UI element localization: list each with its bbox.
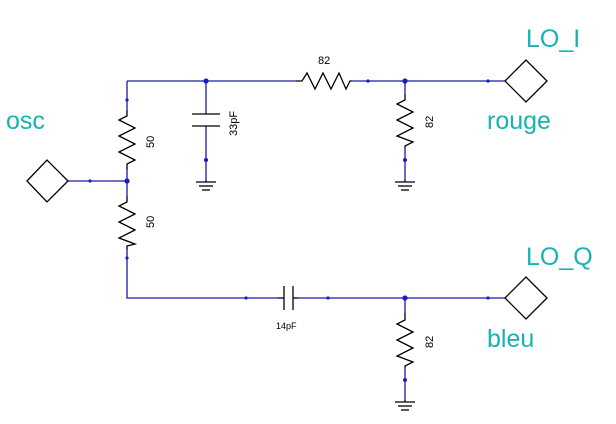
net-label-osc: osc xyxy=(6,107,45,135)
r-osc-upper-value: 50 xyxy=(145,136,157,148)
ground-top-shunt xyxy=(395,180,415,191)
resistor-top-shunt xyxy=(395,94,415,148)
r-bottom-shunt-value: 82 xyxy=(424,336,436,348)
net-label-bleu: bleu xyxy=(487,325,534,353)
c-bottom-series-value: 14pF xyxy=(276,321,297,331)
r-top-shunt-value: 82 xyxy=(424,116,436,128)
junctions xyxy=(88,78,490,382)
wires xyxy=(68,80,505,400)
capacitor-33pf xyxy=(192,113,220,127)
resistor-top-series xyxy=(296,71,352,91)
capacitor-14pf xyxy=(278,286,298,310)
r-top-series-value: 82 xyxy=(318,55,330,67)
lo-i-port xyxy=(504,59,548,103)
lo-q-port xyxy=(504,276,548,320)
osc-port xyxy=(26,159,69,203)
ground-bottom-shunt xyxy=(395,400,415,411)
resistor-bottom-shunt xyxy=(395,313,415,368)
resistor-osc-lower xyxy=(117,196,138,250)
net-label-lo-i: LO_I xyxy=(526,25,580,53)
net-label-rouge: rouge xyxy=(487,107,551,135)
resistor-osc-upper xyxy=(117,110,137,170)
ground-33pf xyxy=(196,180,216,191)
net-label-lo-q: LO_Q xyxy=(526,243,593,271)
r-osc-lower-value: 50 xyxy=(145,216,157,228)
c-top-shunt-value: 33pF xyxy=(228,111,240,136)
